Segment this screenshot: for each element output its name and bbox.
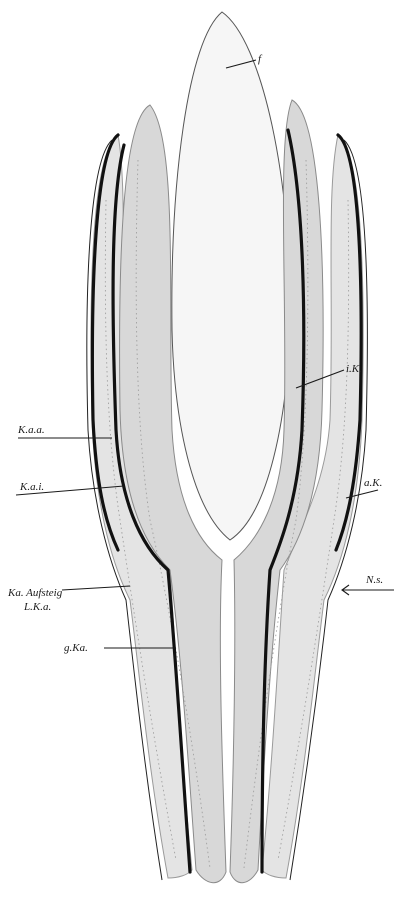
svg-text:g.Ka.: g.Ka. [64, 642, 88, 654]
svg-text:K.a.i.: K.a.i. [19, 481, 44, 493]
svg-text:a.K.: a.K. [364, 477, 382, 489]
label-NS: N.s. [342, 574, 394, 595]
label-ka-aufsteig: Ka. Aufsteig L.K.a. [7, 586, 130, 613]
svg-text:Ka. Aufsteig: Ka. Aufsteig [7, 587, 63, 599]
svg-text:i.K.: i.K. [346, 363, 362, 375]
svg-text:L.K.a.: L.K.a. [23, 601, 51, 613]
central-cavity [172, 12, 290, 540]
svg-text:f: f [258, 53, 263, 65]
svg-text:N.s.: N.s. [365, 574, 383, 586]
svg-text:K.a.a.: K.a.a. [17, 424, 45, 436]
